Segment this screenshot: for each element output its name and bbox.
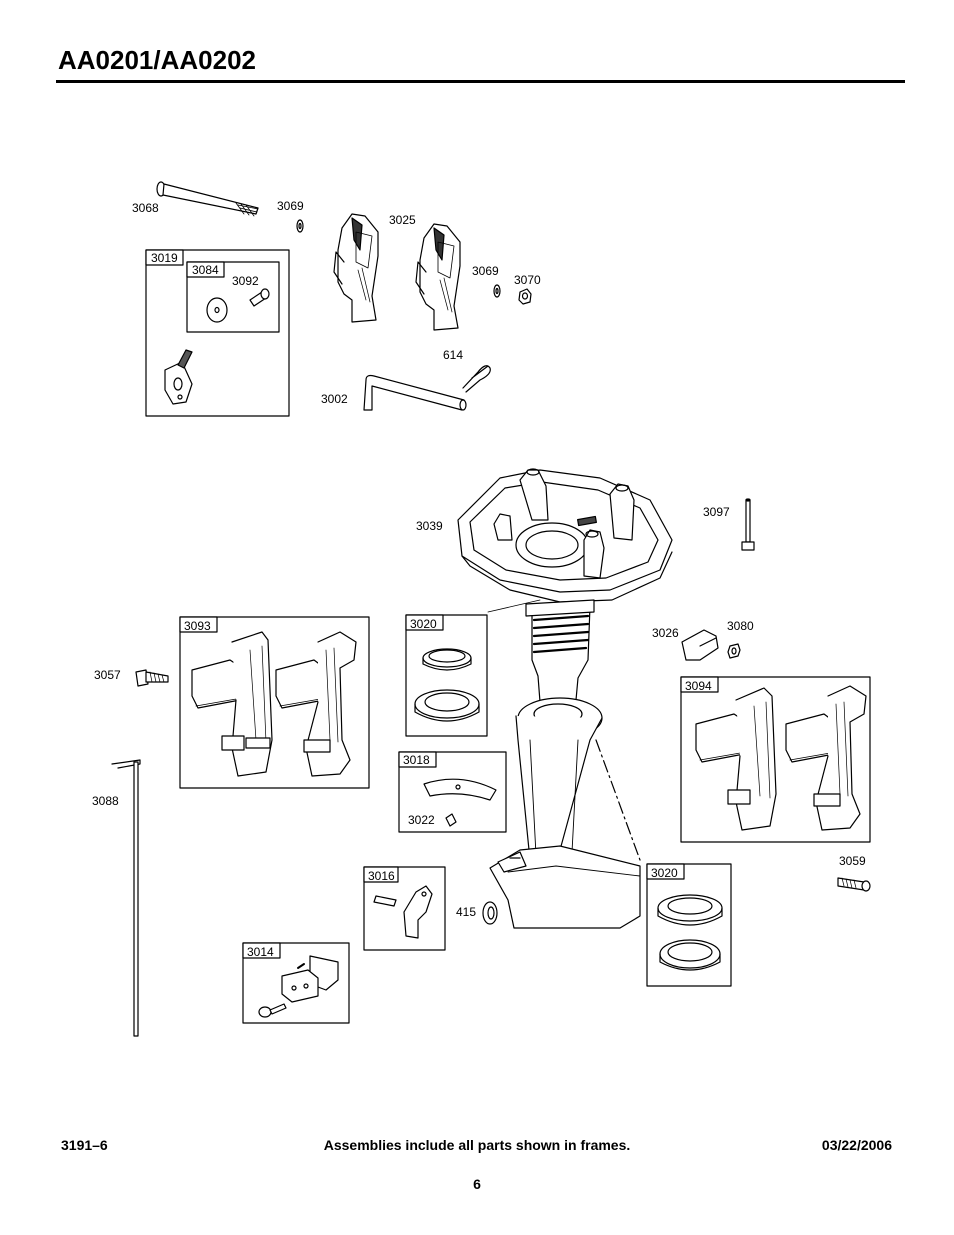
clamp-half-3093-left	[191, 631, 273, 777]
callout-3068: 3068	[132, 201, 159, 215]
grommet-415	[482, 901, 498, 925]
frame-3014	[242, 942, 350, 1024]
bolt-3097	[741, 498, 755, 551]
bushing-3020-upper	[414, 648, 480, 722]
frame-3018	[398, 751, 507, 833]
pin-3016	[373, 895, 397, 907]
tag-3016: 3016	[368, 869, 395, 883]
tag-3084: 3084	[192, 263, 219, 277]
frame-3020-lower-tag	[646, 863, 685, 880]
pad-3026	[681, 629, 719, 661]
screw-3057	[135, 669, 169, 687]
washer-3069-top	[296, 219, 304, 233]
frame-3094	[680, 676, 871, 843]
title-rule	[56, 80, 905, 83]
cotter-pin-614	[462, 365, 491, 393]
tag-3093: 3093	[184, 619, 211, 633]
frame-3016	[363, 866, 446, 951]
frame-3016-tag	[363, 866, 399, 883]
tag-3094: 3094	[685, 679, 712, 693]
tag-3020-lower: 3020	[651, 866, 678, 880]
nut-3070	[518, 288, 532, 305]
footer-doc-number: 3191–6	[61, 1137, 108, 1153]
callout-3022: 3022	[408, 813, 435, 827]
frame-3093-tag	[179, 616, 218, 633]
clamp-bracket-3025-right	[415, 223, 461, 331]
callout-3069-top: 3069	[277, 199, 304, 213]
callout-3070: 3070	[514, 273, 541, 287]
frame-3018-tag	[398, 751, 437, 768]
latch-3016	[403, 885, 433, 939]
washer-3084	[206, 297, 228, 323]
frame-3094-tag	[680, 676, 719, 693]
frame-3019-tag	[145, 249, 184, 266]
tag-3014: 3014	[247, 945, 274, 959]
page-title: AA0201/AA0202	[58, 45, 257, 75]
nut-3080	[727, 643, 741, 659]
callout-3092: 3092	[232, 274, 259, 288]
tiller-handle-3002	[363, 374, 467, 411]
frame-3019	[145, 249, 290, 417]
callout-3059: 3059	[839, 854, 866, 868]
callout-3057: 3057	[94, 668, 121, 682]
screw-3092	[249, 288, 270, 307]
callout-3002: 3002	[321, 392, 348, 406]
page-number: 6	[473, 1176, 481, 1192]
screw-3059	[837, 877, 871, 892]
clamp-half-3093-right	[275, 631, 357, 777]
plate-3018	[423, 778, 497, 801]
callout-614: 614	[443, 348, 463, 362]
callout-3088: 3088	[92, 794, 119, 808]
washer-3069-mid	[493, 284, 501, 298]
callout-3080: 3080	[727, 619, 754, 633]
callout-3039: 3039	[416, 519, 443, 533]
tag-3020-upper: 3020	[410, 617, 437, 631]
footer-note: Assemblies include all parts shown in fr…	[323, 1137, 631, 1153]
screw-3014	[258, 1003, 287, 1018]
setscrew-3022	[445, 813, 457, 827]
clamp-bracket-3025-left	[333, 213, 379, 323]
clamp-half-3094-right	[785, 685, 867, 831]
block-3014	[281, 955, 339, 1003]
bushing-3020-lower	[657, 894, 723, 971]
frame-3084-tag	[186, 261, 225, 278]
callout-415: 415	[456, 905, 476, 919]
rod-3088	[111, 759, 141, 1037]
frame-3014-tag	[242, 942, 281, 959]
callout-3097: 3097	[703, 505, 730, 519]
frame-3020-upper-tag	[405, 614, 444, 631]
callout-3025: 3025	[389, 213, 416, 227]
callout-3069-mid: 3069	[472, 264, 499, 278]
frame-3084	[186, 261, 280, 333]
callout-3026: 3026	[652, 626, 679, 640]
tag-3019: 3019	[151, 251, 178, 265]
footer-date: 03/22/2006	[821, 1137, 892, 1153]
swivel-housing-3039	[457, 468, 673, 603]
bolt-3068	[156, 181, 259, 217]
tag-3018: 3018	[403, 753, 430, 767]
frame-3020-upper	[405, 614, 488, 737]
frame-3020-lower	[646, 863, 732, 987]
drive-shaft-housing	[487, 599, 641, 929]
bracket-3019	[164, 349, 193, 405]
clamp-half-3094-left	[695, 687, 777, 831]
frame-3093	[179, 616, 370, 789]
